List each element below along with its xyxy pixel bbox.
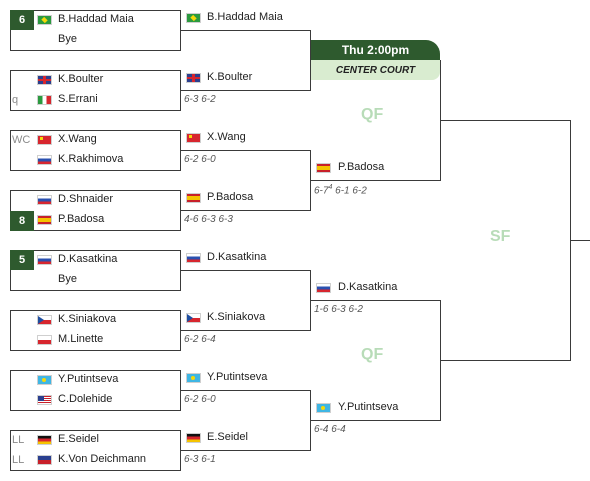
match-score: 6-4 6-4 (314, 424, 346, 435)
poland-flag-icon (37, 335, 52, 345)
brazil-flag-icon (37, 15, 52, 25)
usa-flag-icon (37, 395, 52, 405)
entry-tag: LL (12, 434, 25, 446)
qf-player-name[interactable]: Y.Putintseva (338, 401, 399, 413)
match-score: 6-3 6-1 (184, 454, 216, 465)
player-name: Bye (58, 273, 77, 285)
player-name[interactable]: X.Wang (58, 133, 97, 145)
r2-player-name[interactable]: B.Haddad Maia (207, 11, 283, 23)
kazakhstan-flag-icon (37, 375, 52, 385)
match-score: 6-2 6-0 (184, 394, 216, 405)
italy-flag-icon (37, 95, 52, 105)
qf-player-name[interactable]: D.Kasatkina (338, 281, 398, 293)
china-flag-icon (186, 133, 201, 143)
player-name[interactable]: S.Errani (58, 93, 98, 105)
r2-player-name[interactable]: X.Wang (207, 131, 246, 143)
player-name: Bye (58, 33, 77, 45)
player-name[interactable]: C.Dolehide (58, 393, 113, 405)
spain-flag-icon (186, 193, 201, 203)
court-name-banner: CENTER COURT (311, 60, 440, 80)
russia-flag-icon (37, 155, 52, 165)
match-score: 6-2 6-4 (184, 334, 216, 345)
match-score: 6-2 6-0 (184, 154, 216, 165)
player-name[interactable]: P.Badosa (58, 213, 105, 225)
spain-flag-icon (37, 215, 52, 225)
russia-flag-icon (316, 283, 331, 293)
round-label-sf: SF (490, 228, 511, 245)
kazakhstan-flag-icon (186, 373, 201, 383)
china-flag-icon (37, 135, 52, 145)
germany-flag-icon (37, 435, 52, 445)
uk-flag-icon (186, 73, 201, 83)
r2-player-name[interactable]: E.Seidel (207, 431, 248, 443)
r2-player-name[interactable]: K.Boulter (207, 71, 253, 83)
entry-tag: WC (12, 134, 31, 146)
player-name[interactable]: Y.Putintseva (58, 373, 119, 385)
czech-flag-icon (186, 313, 201, 323)
russia-flag-icon (186, 253, 201, 263)
round-label-qf: QF (361, 106, 384, 123)
r2-player-name[interactable]: Y.Putintseva (207, 371, 268, 383)
player-name[interactable]: K.Boulter (58, 73, 104, 85)
r2-player-name[interactable]: D.Kasatkina (207, 251, 267, 263)
liechtenstein-flag-icon (37, 455, 52, 465)
player-name[interactable]: B.Haddad Maia (58, 13, 134, 25)
player-name[interactable]: K.Von Deichmann (58, 453, 147, 465)
kazakhstan-flag-icon (316, 403, 331, 413)
match-time-banner: Thu 2:00pm (311, 40, 440, 60)
r2-player-name[interactable]: K.Siniakova (207, 311, 266, 323)
qf-player-name[interactable]: P.Badosa (338, 161, 385, 173)
seed-badge: 6 (10, 10, 34, 30)
score-rest: 6-1 6-2 (332, 185, 367, 197)
russia-flag-icon (37, 255, 52, 265)
seed-badge: 5 (10, 250, 34, 270)
player-name[interactable]: E.Seidel (58, 433, 99, 445)
match-score: 4-6 6-3 6-3 (184, 214, 233, 225)
player-name[interactable]: M.Linette (58, 333, 104, 345)
match-score: 6-3 6-2 (184, 94, 216, 105)
round-label-qf: QF (361, 346, 384, 363)
brazil-flag-icon (186, 13, 201, 23)
match-score: 6-74 6-1 6-2 (314, 184, 367, 196)
score-set: 6-7 (314, 185, 329, 197)
player-name[interactable]: D.Kasatkina (58, 253, 118, 265)
russia-flag-icon (37, 195, 52, 205)
tiebreak-score: 4 (328, 184, 333, 191)
player-name[interactable]: D.Shnaider (58, 193, 114, 205)
entry-tag: q (12, 94, 19, 106)
r2-player-name[interactable]: P.Badosa (207, 191, 254, 203)
germany-flag-icon (186, 433, 201, 443)
player-name[interactable]: K.Rakhimova (58, 153, 124, 165)
czech-flag-icon (37, 315, 52, 325)
seed-badge: 8 (10, 211, 34, 231)
spain-flag-icon (316, 163, 331, 173)
uk-flag-icon (37, 75, 52, 85)
match-score: 1-6 6-3 6-2 (314, 304, 363, 315)
player-name[interactable]: K.Siniakova (58, 313, 117, 325)
entry-tag: LL (12, 454, 25, 466)
